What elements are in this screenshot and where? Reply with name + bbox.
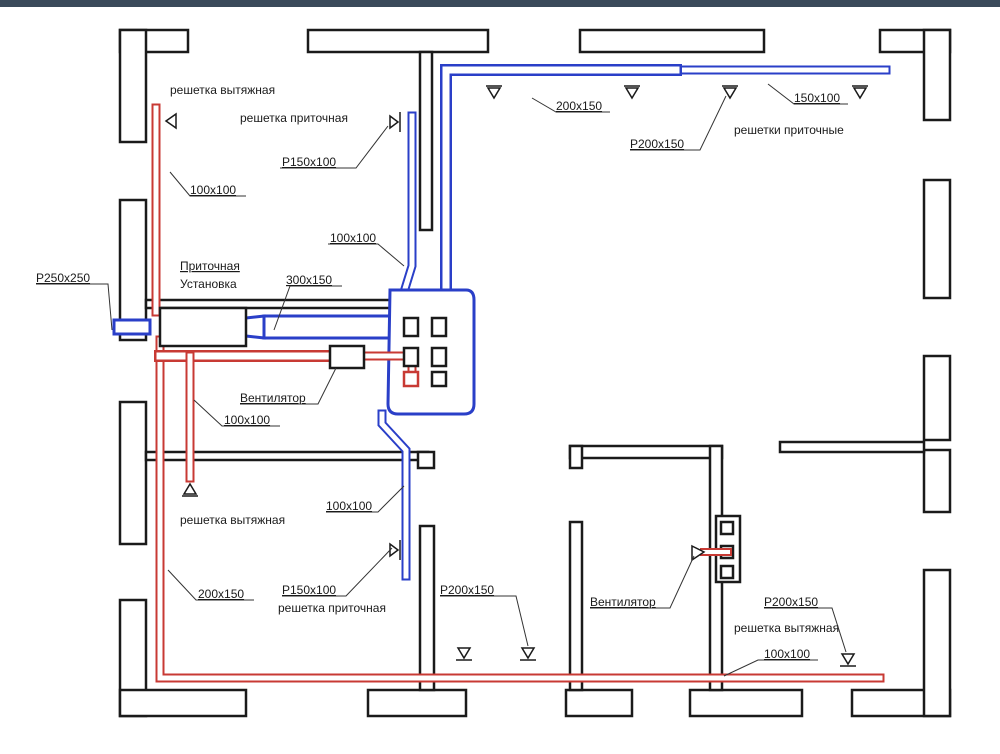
supply-unit [158, 306, 248, 348]
label-150x100-top: 150х100 [794, 91, 840, 105]
fan-right [691, 544, 706, 562]
grille-symbols [164, 85, 868, 667]
walls [118, 28, 952, 718]
label-300x150: 300х150 [286, 273, 332, 287]
label-100x100-bottom: 100х100 [764, 647, 810, 661]
label-100x100-mid: 100х100 [330, 231, 376, 245]
label-200x150-top: 200х150 [556, 99, 602, 113]
leader-lines [36, 83, 848, 677]
label-exhaust-grille-right: решетка вытяжная [734, 621, 839, 635]
label-supply-unit-line2: Установка [180, 277, 237, 291]
label-supply-grilles-top: решетки приточные [734, 123, 844, 137]
label-exhaust-grille-lower: решетка вытяжная [180, 513, 285, 527]
equipment [158, 306, 706, 562]
label-exhaust-grille-top: решетка вытяжная [170, 83, 275, 97]
label-p200x150-bottom: Р200х150 [440, 583, 494, 597]
fan-left [328, 344, 366, 370]
label-fan-left: Вентилятор [240, 391, 306, 405]
label-fan-right: Вентилятор [590, 595, 656, 609]
label-100x100-lower-right: 100х100 [326, 499, 372, 513]
label-200x150-left: 200х150 [198, 587, 244, 601]
label-p250x250: Р250х250 [36, 271, 90, 285]
label-p200x150-top: Р200х150 [630, 137, 684, 151]
label-supply-unit-line1: Приточная [180, 259, 240, 273]
label-supply-grille-lower: решетка приточная [278, 601, 386, 615]
labels: решетка вытяжная решетка приточная Р150х… [36, 83, 844, 661]
label-p150x100-lower: Р150х100 [282, 583, 336, 597]
label-100x100-lower: 100х100 [224, 413, 270, 427]
label-supply-grille-top: решетка приточная [240, 111, 348, 125]
top-edge-bar [0, 0, 1000, 7]
label-p150x100-top: Р150х100 [282, 155, 336, 169]
label-p200x150-right: Р200х150 [764, 595, 818, 609]
label-100x100-left: 100х100 [190, 183, 236, 197]
